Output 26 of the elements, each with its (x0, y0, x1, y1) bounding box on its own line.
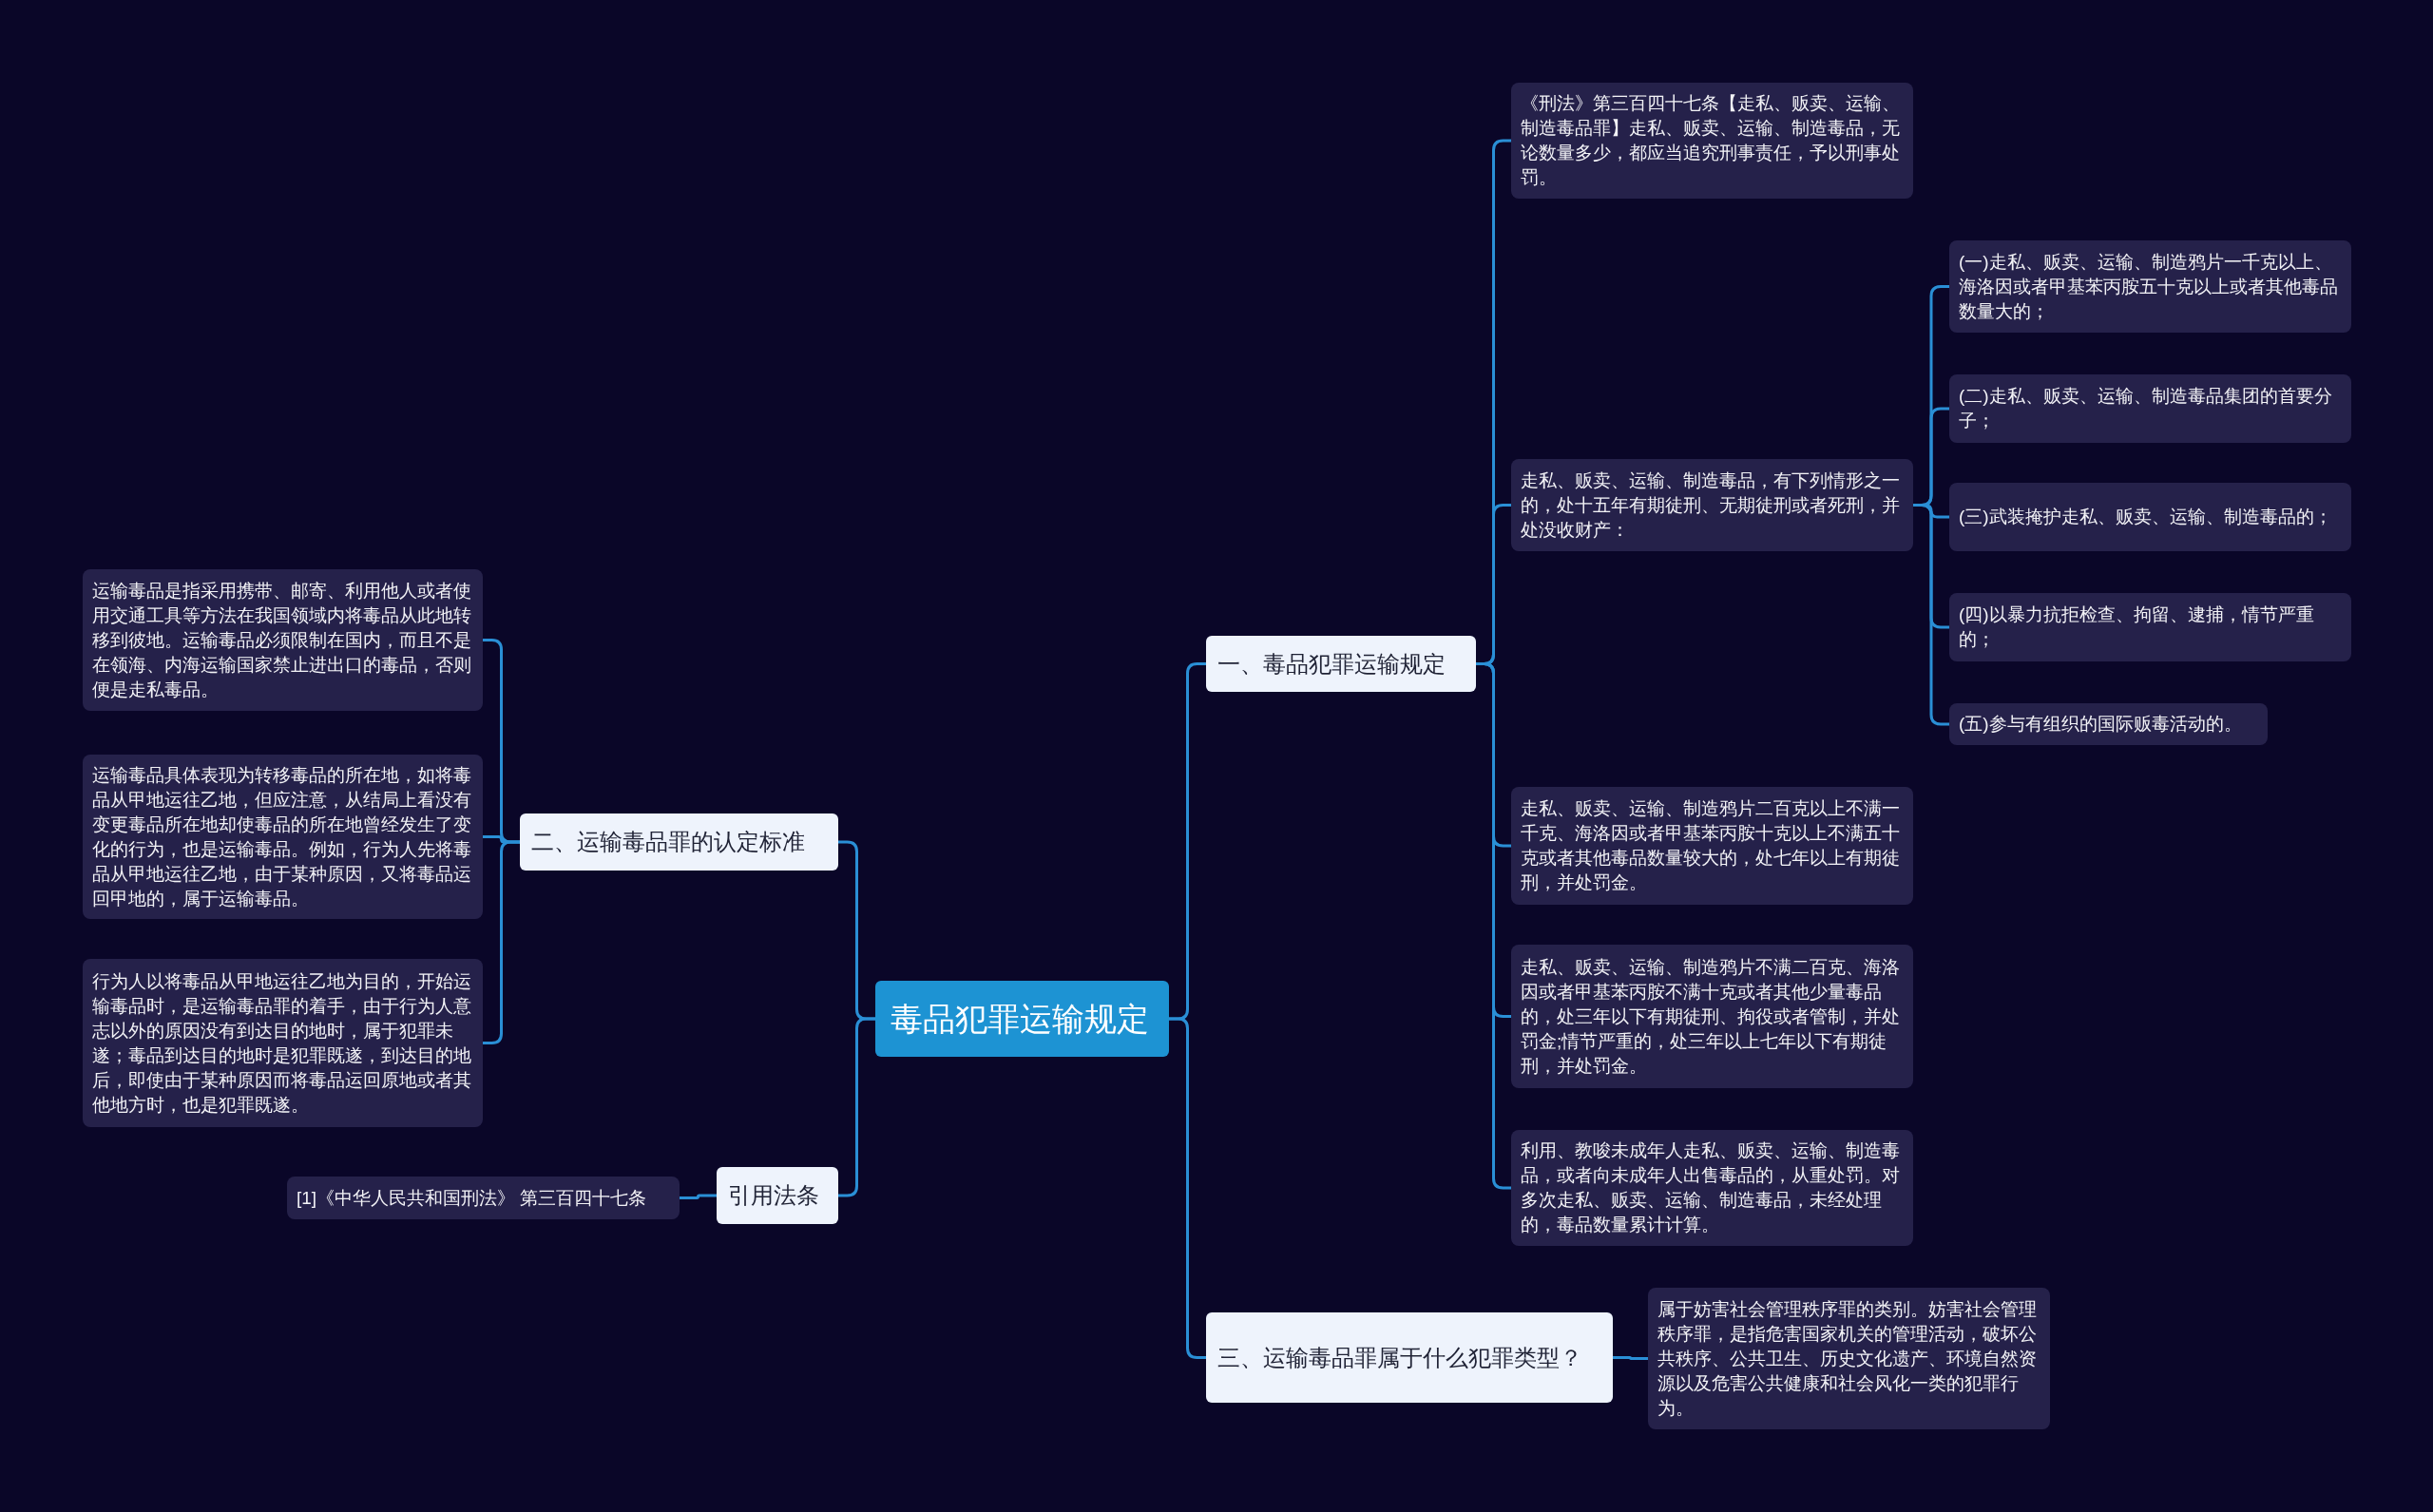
topic-box: 二、运输毒品罪的认定标准 (520, 813, 838, 871)
note-card: 属于妨害社会管理秩序罪的类别。妨害社会管理秩序罪，是指危害国家机关的管理活动，破坏公共秩序、公共卫生、历史文化遗产、环境自然资源以及危害公共健康和社会风化一类的犯罪行为。 (1648, 1288, 2050, 1429)
note-card: 走私、贩卖、运输、制造鸦片二百克以上不满一千克、海洛因或者甲基苯丙胺十克以上不满五十克或者其他毒品数量较大的，处七年以上有期徒刑，并处罚金。 (1511, 787, 1913, 905)
note-card: (三)武装掩护走私、贩卖、运输、制造毒品的； (1949, 483, 2351, 551)
note-card: 走私、贩卖、运输、制造鸦片不满二百克、海洛因或者甲基苯丙胺不满十克或者其他少量毒品的，处三年以下有期徒刑、拘役或者管制，并处罚金;情节严重的，处三年以上七年以下有期徒刑，并处罚金。 (1511, 945, 1913, 1088)
note-card: 运输毒品是指采用携带、邮寄、利用他人或者使用交通工具等方法在我国领域内将毒品从此地转移到彼地。运输毒品必须限制在国内，而且不是在领海、内海运输国家禁止进出口的毒品，否则便是走私毒品。 (83, 569, 483, 711)
connector-line (483, 840, 520, 1044)
connector-line (1169, 1017, 1206, 1359)
note-card: (四)以暴力抗拒检查、拘留、逮捕，情节严重的； (1949, 593, 2351, 661)
note-card: 行为人以将毒品从甲地运往乙地为目的，开始运输毒品时，是运输毒品罪的着手，由于行为人意志以外的原因没有到达目的地时，属于犯罪未遂；毒品到达目的地时是犯罪既遂，到达目的地后，即使由于某种原因而将毒品运回原地或者其他地方时，也是犯罪既遂。 (83, 959, 483, 1127)
note-card: (一)走私、贩卖、运输、制造鸦片一千克以上、海洛因或者甲基苯丙胺五十克以上或者其他毒品数量大的； (1949, 240, 2351, 333)
topic-box: 一、毒品犯罪运输规定 (1206, 636, 1476, 692)
note-card: 运输毒品具体表现为转移毒品的所在地，如将毒品从甲地运往乙地，但应注意，从结局上看没有变更毒品所在地却使毒品的所在地曾经发生了变化的行为，也是运输毒品。例如，行为人先将毒品从甲地运往乙地，由于某种原因，又将毒品运回甲地的，属于运输毒品。 (83, 755, 483, 919)
connector-line (680, 1194, 717, 1199)
note-card: 走私、贩卖、运输、制造毒品，有下列情形之一的，处十五年有期徒刑、无期徒刑或者死刑，并处没收财产： (1511, 459, 1913, 551)
note-card: [1]《中华人民共和国刑法》 第三百四十七条 (287, 1177, 680, 1219)
central-topic: 毒品犯罪运输规定 (875, 981, 1169, 1057)
connector-line (1913, 504, 1949, 726)
note-card: 利用、教唆未成年人走私、贩卖、运输、制造毒品，或者向未成年人出售毒品的，从重处罚。对多次走私、贩卖、运输、制造毒品，未经处理的，毒品数量累计计算。 (1511, 1130, 1913, 1246)
topic-box: 三、运输毒品罪属于什么犯罪类型？ (1206, 1312, 1613, 1403)
connector-line (838, 1017, 875, 1197)
connector-line (1613, 1356, 1648, 1360)
note-card: (二)走私、贩卖、运输、制造毒品集团的首要分子； (1949, 374, 2351, 443)
note-card: (五)参与有组织的国际贩毒活动的。 (1949, 703, 2268, 745)
topic-box: 引用法条 (717, 1167, 838, 1224)
note-card: 《刑法》第三百四十七条【走私、贩卖、运输、制造毒品罪】走私、贩卖、运输、制造毒品，无论数量多少，都应当追究刑事责任，予以刑事处罚。 (1511, 83, 1913, 199)
